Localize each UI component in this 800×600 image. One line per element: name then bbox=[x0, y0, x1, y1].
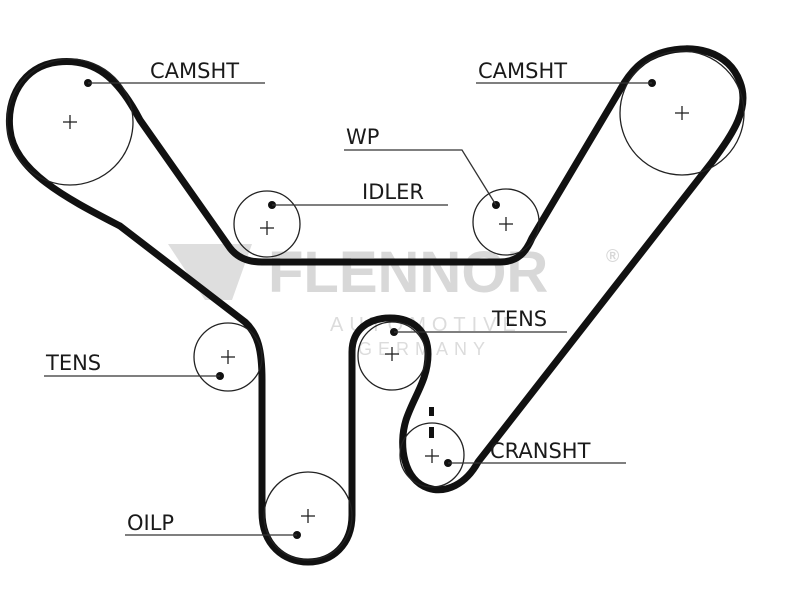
crankshaft-timing-mark bbox=[429, 407, 434, 416]
label-idler: IDLER bbox=[362, 180, 424, 204]
label-crankshaft: CRANSHT bbox=[490, 439, 591, 463]
pulley-idler bbox=[233, 190, 301, 258]
leader-lines bbox=[44, 82, 652, 536]
watermark-brand: FLENNOR bbox=[268, 240, 548, 305]
watermark-logo-mark bbox=[168, 244, 252, 300]
watermark: FLENNOR ® AUTOMOTIVE GERMANY bbox=[168, 240, 619, 359]
pulley-camshaft-left bbox=[6, 58, 134, 186]
label-oil-pump: OILP bbox=[127, 511, 174, 535]
leader-water-pump bbox=[344, 149, 497, 206]
watermark-registered: ® bbox=[606, 246, 619, 266]
crankshaft-timing-mark-lower bbox=[429, 427, 434, 438]
label-tensioner-left: TENS bbox=[45, 351, 101, 375]
label-water-pump: WP bbox=[346, 125, 379, 149]
pulley-tensioner-left bbox=[193, 322, 263, 392]
pulley-oil-pump bbox=[263, 471, 353, 561]
label-tensioner-right: TENS bbox=[491, 307, 547, 331]
label-camshaft-right: CAMSHT bbox=[478, 59, 567, 83]
label-camshaft-left: CAMSHT bbox=[150, 59, 239, 83]
pulley-camshaft-right bbox=[619, 50, 745, 176]
